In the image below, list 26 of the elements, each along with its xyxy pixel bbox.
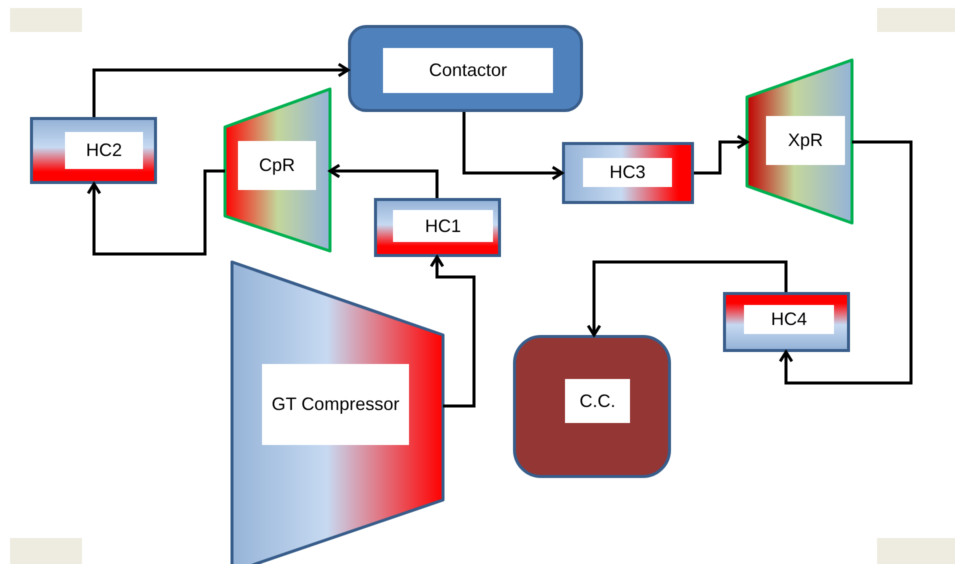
arrow [86, 170, 225, 256]
heat-exchanger-box [562, 142, 694, 204]
heat-exchanger-box [30, 117, 157, 184]
compressor-trapezoid [232, 262, 443, 564]
contactor-box [348, 25, 583, 112]
node-label: HC2 [65, 132, 143, 169]
expander-trapezoid [747, 60, 852, 223]
arrow [694, 134, 748, 174]
arrow [778, 140, 912, 384]
node-label: HC1 [393, 210, 493, 242]
arrow [586, 260, 788, 336]
node-label: HC3 [583, 158, 672, 187]
node-label: CpR [238, 141, 316, 190]
compressor-trapezoid [225, 89, 330, 251]
node-label: C.C. [565, 379, 630, 423]
heat-exchanger-box [723, 292, 850, 352]
arrow [328, 164, 438, 198]
node-label: GT Compressor [262, 364, 409, 445]
combustion-chamber-box [513, 335, 671, 478]
node-label: HC4 [744, 305, 834, 334]
node-label: Contactor [383, 48, 553, 93]
node-label: XpR [766, 116, 845, 165]
arrow [92, 62, 350, 117]
arrow [430, 256, 476, 408]
heat-exchanger-box [374, 198, 501, 257]
arrow [462, 112, 564, 180]
